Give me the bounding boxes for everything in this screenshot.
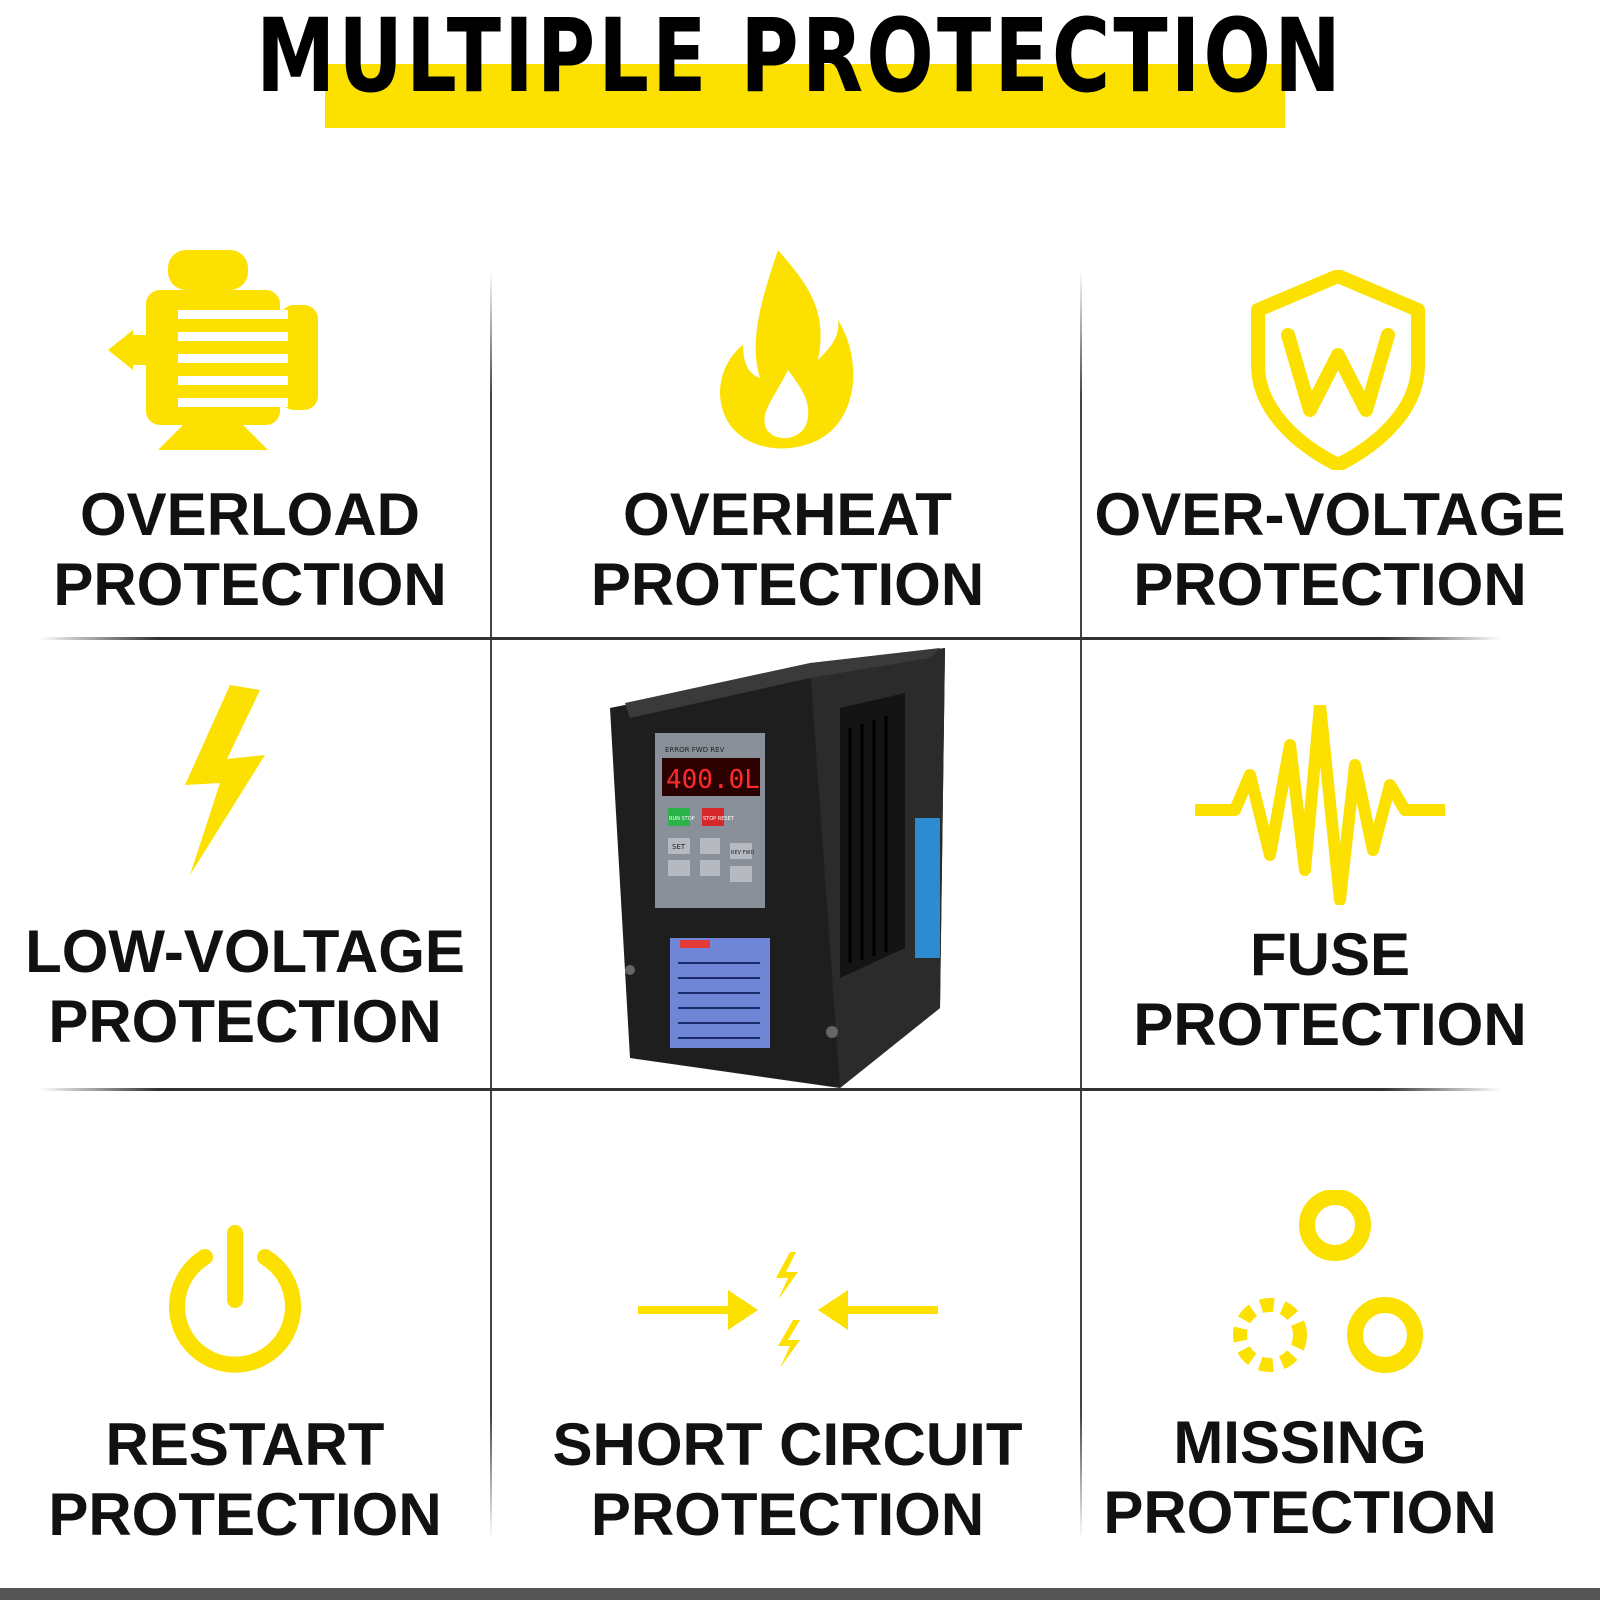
header: MULTIPLE PROTECTION [0,0,1600,140]
label-short-circuit: SHORT CIRCUIT PROTECTION [552,1411,1023,1548]
cell-overheat: OVERHEAT PROTECTION [520,250,1055,630]
motor-icon [108,250,318,450]
rev-fwd-button [730,843,752,859]
svg-text:SET: SET [672,843,686,851]
flame-icon [720,250,854,449]
svg-text:RUN STOP: RUN STOP [669,816,695,822]
cell-missing: MISSING PROTECTION [1060,1190,1600,1565]
stop-reset-button [702,808,724,826]
bottom-border [0,1588,1600,1600]
grid-divider-h2 [40,1088,1500,1091]
svg-text:ERROR FWD REV: ERROR FWD REV [665,746,725,754]
label-restart: RESTART PROTECTION [48,1411,442,1548]
side-label-sticker [915,818,940,958]
svg-text:REV FWD: REV FWD [731,850,754,856]
label-low-voltage: LOW-VOLTAGE PROTECTION [25,918,465,1055]
cell-restart: RESTART PROTECTION [0,1225,490,1565]
grid-divider-v2 [1080,270,1082,1540]
cell-fuse: FUSE PROTECTION [1060,705,1600,1075]
label-over-voltage: OVER-VOLTAGE PROTECTION [1094,481,1566,618]
vfd-inverter-image: 400.0L ERROR FWD REV RUN STOP STOP RESET… [610,648,945,1088]
grid-divider-v1 [490,270,492,1540]
svg-text:STOP RESET: STOP RESET [703,816,735,822]
cell-overload: OVERLOAD PROTECTION [0,250,500,630]
cell-low-voltage: LOW-VOLTAGE PROTECTION [0,685,490,1075]
label-fuse: FUSE PROTECTION [1133,921,1527,1058]
frequency-display: 400.0L [666,765,760,795]
title-highlight-bar [325,64,1285,128]
cell-short-circuit: SHORT CIRCUIT PROTECTION [520,1250,1055,1565]
label-overheat: OVERHEAT PROTECTION [590,481,985,618]
shield-w-icon [1251,270,1425,470]
lightning-icon [185,685,265,875]
label-overload: OVERLOAD PROTECTION [53,481,447,618]
missing-rings-icon [1233,1190,1423,1373]
run-stop-button [668,808,690,826]
short-circuit-icon [638,1252,938,1368]
page-title: MULTIPLE PROTECTION [256,0,1344,116]
grid-divider-h1 [40,637,1500,640]
cell-over-voltage: OVER-VOLTAGE PROTECTION [1060,250,1600,630]
set-button [668,838,690,854]
label-missing: MISSING PROTECTION [1103,1409,1497,1546]
pulse-wave-icon [1195,705,1445,905]
power-icon [169,1225,301,1373]
